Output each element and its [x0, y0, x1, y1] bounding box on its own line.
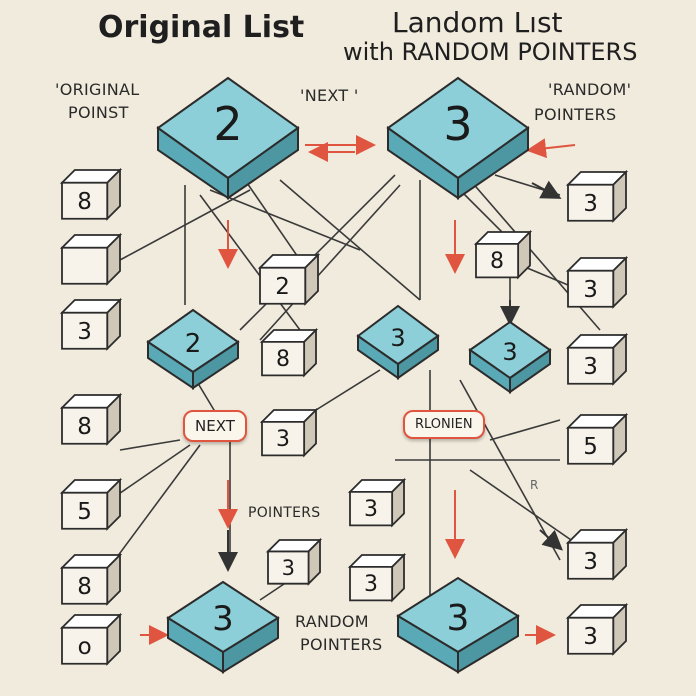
- small-box-front: [261, 340, 306, 377]
- small-box-value: 3: [583, 191, 598, 217]
- small-box-value: 3: [364, 572, 378, 597]
- small-box-value: 3: [583, 624, 598, 650]
- node-value: 2: [213, 97, 242, 151]
- small-box: 3: [565, 527, 629, 581]
- label-original-point-2: POINST: [68, 103, 129, 122]
- label-tiny-r: R: [530, 478, 539, 492]
- small-box-front: [61, 311, 109, 350]
- label-random-pointers-2: POINTERS: [300, 635, 383, 654]
- small-box-front: [567, 616, 615, 655]
- small-box: 3: [565, 169, 629, 223]
- small-box: 3: [565, 332, 629, 386]
- label-random-pointers-1: RANDOM: [295, 612, 369, 631]
- small-box-front: [61, 626, 109, 665]
- bottom-node-left: 3: [166, 580, 280, 674]
- small-box: 5: [565, 412, 629, 466]
- node-value: 2: [185, 329, 202, 359]
- small-box-front: [349, 565, 394, 602]
- small-box-value: 5: [583, 434, 598, 460]
- small-box-value: 2: [275, 274, 290, 300]
- title-random-list: Landom Lıst: [392, 6, 563, 39]
- small-box-front: [567, 346, 615, 385]
- small-box-value: 8: [77, 414, 92, 440]
- small-box: 8: [473, 229, 533, 280]
- title-original-list: Original List: [98, 10, 305, 45]
- small-box-value: 8: [77, 574, 92, 600]
- small-box: 8: [59, 392, 123, 446]
- label-random-quoted-1: 'RANDOM': [548, 80, 632, 99]
- small-box: 3: [265, 537, 323, 586]
- node-value: 3: [390, 324, 405, 352]
- small-box-front: [567, 183, 615, 222]
- label-random-quoted-2: POINTERS: [534, 105, 617, 124]
- small-box-value: 3: [282, 556, 295, 580]
- label-pointers: POINTERS: [248, 505, 321, 521]
- small-box: 3: [347, 477, 407, 528]
- small-box: 2: [257, 252, 321, 306]
- pill-rlonien: RLONIEN: [403, 410, 485, 439]
- small-box: 3: [565, 602, 629, 656]
- arrows: [140, 135, 576, 645]
- small-box: [59, 232, 123, 286]
- small-box-front: [267, 550, 310, 585]
- node-value: 3: [443, 97, 472, 151]
- small-box: 3: [565, 255, 629, 309]
- small-box: 3: [347, 552, 407, 603]
- small-box-value: 3: [77, 319, 92, 345]
- small-box: 3: [59, 297, 123, 351]
- small-box-front: [61, 246, 109, 285]
- pill-next: NEXT: [183, 410, 247, 442]
- big-node-top-left: 2: [156, 76, 300, 200]
- small-box-value: 3: [583, 277, 598, 303]
- small-box: o: [59, 612, 123, 666]
- node-value: 3: [502, 338, 517, 366]
- small-boxes: 8 3 8 5 8 o 2 8 3 3 3 3 3 8 3 3 5 3 3: [59, 167, 629, 666]
- mid-node-left: 2: [146, 308, 240, 390]
- small-box-value: o: [78, 634, 92, 660]
- small-box-front: [61, 181, 109, 220]
- small-box-front: [61, 406, 109, 445]
- small-box-front: [349, 490, 394, 527]
- small-box-value: 8: [276, 347, 290, 372]
- node-value: 3: [212, 599, 234, 639]
- small-box-front: [259, 266, 307, 305]
- small-box-value: 3: [276, 427, 290, 452]
- small-box-value: 3: [583, 354, 598, 380]
- bottom-node-right: 3: [396, 576, 520, 674]
- small-box-value: 3: [583, 549, 598, 575]
- title-random-pointers-sub: with RANDOM POINTERS: [343, 38, 638, 66]
- small-box-value: 8: [77, 189, 92, 215]
- small-box-front: [261, 420, 306, 457]
- small-box: 3: [259, 407, 319, 458]
- label-next-quoted: 'NEXT ': [300, 86, 359, 105]
- big-node-top-right: 3: [386, 76, 530, 200]
- small-box: 8: [59, 167, 123, 221]
- small-box: 8: [259, 327, 319, 378]
- small-box-value: 3: [364, 497, 378, 522]
- small-box-front: [567, 426, 615, 465]
- connector-lines: [99, 174, 601, 601]
- small-box: 5: [59, 477, 123, 531]
- small-box-front: [567, 269, 615, 308]
- small-box-value: 5: [77, 499, 92, 525]
- node-value: 3: [447, 598, 470, 639]
- mid-node-right-a: 3: [356, 304, 440, 380]
- small-box-front: [61, 491, 109, 530]
- small-box-front: [567, 541, 615, 580]
- small-box-front: [475, 242, 520, 279]
- small-box: 8: [59, 552, 123, 606]
- mid-node-right-b: 3: [468, 320, 552, 394]
- label-original-point-1: 'ORIGINAL: [55, 80, 140, 99]
- small-box-value: 8: [490, 249, 504, 274]
- small-box-front: [61, 566, 109, 605]
